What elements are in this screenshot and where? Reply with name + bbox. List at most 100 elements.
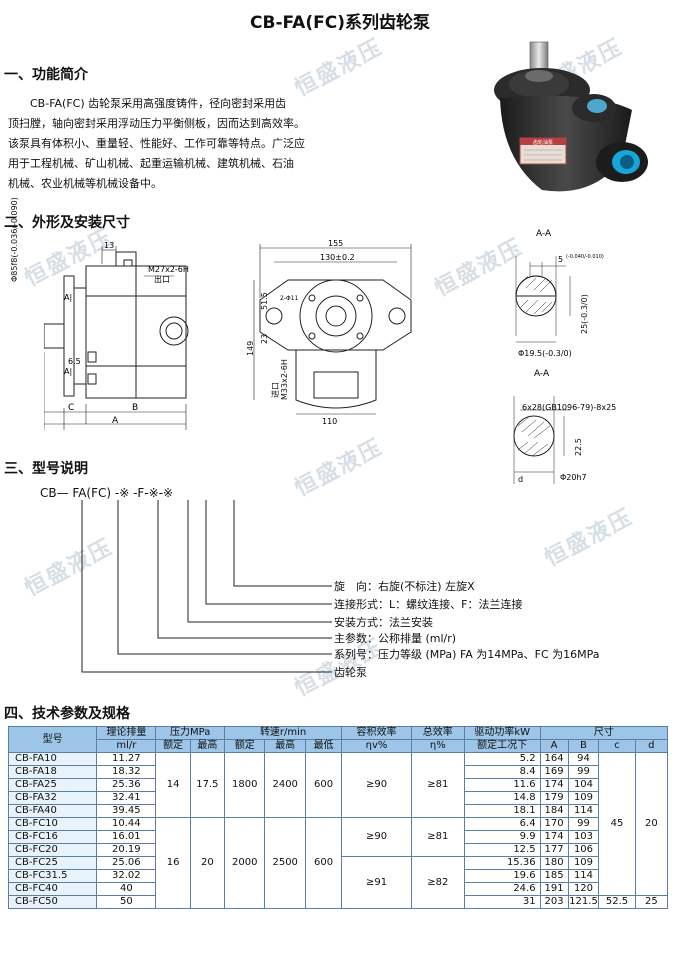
cell-model: CB-FC20 (7, 843, 98, 857)
cell-vol-eff: ≥90 (341, 817, 412, 857)
cell-a: 180 (539, 856, 569, 870)
cell-model: CB-FC10 (7, 817, 98, 831)
legend-displacement: 主参数：公称排量 (ml/r) (334, 632, 457, 645)
th-c: c (598, 739, 636, 753)
cell-tot-eff: ≥82 (410, 856, 465, 909)
cell-power: 6.4 (463, 817, 541, 831)
cell-disp: 10.44 (96, 817, 157, 831)
cell-model: CB-FA25 (7, 778, 98, 792)
outlet-thread: M27x2-6H (148, 265, 189, 274)
table-row: CB-FC16 16.01 9.9 174 103 (7, 830, 668, 844)
section-label: A-A (536, 229, 552, 239)
cell-power: 12.5 (463, 843, 541, 857)
legend-series: 系列号：压力等级 (MPa) FA 为14MPa、FC 为16MPa (334, 648, 600, 661)
key-tolerance: (-0.040/-0.010) (566, 254, 604, 260)
cell-power: 31 (463, 895, 541, 909)
cell-power: 24.6 (463, 882, 541, 896)
side-view-drawing: 13 M27x2-6H 出口 A| A| 6.5 C B A (44, 241, 189, 430)
cell-disp: 18.32 (96, 765, 157, 779)
intro-line: 顶扫膛，轴向密封采用浮动压力平衡侧板，因而达到高效率。 (8, 117, 305, 130)
cell-power: 18.1 (463, 804, 541, 818)
watermark: 恒盛液压 (290, 34, 388, 102)
pump-photo: 齿轮油泵 (494, 41, 648, 192)
cell-b: 114 (567, 804, 600, 818)
watermark: 恒盛液压 (540, 504, 638, 572)
section-heading-dimensions: 二、外形及安装尺寸 (4, 215, 130, 231)
table-row: CB-FC31.5 32.02 19.6 185 114 (7, 869, 668, 883)
cell-disp: 40 (96, 882, 157, 896)
model-leader-lines (81, 500, 332, 673)
cell-d: 25 (634, 895, 669, 909)
dim-b: B (132, 403, 138, 413)
cell-n-max: 2400 (264, 752, 306, 818)
table-row: CB-FA25 25.36 11.6 174 104 (7, 778, 668, 792)
cell-a: 185 (539, 869, 569, 883)
cell-a: 184 (539, 804, 569, 818)
th-speed: 转速r/min (223, 726, 343, 740)
cell-a: 174 (539, 778, 569, 792)
cell-p-rated: 14 (155, 752, 191, 818)
dim-c: C (68, 403, 74, 413)
watermark: 恒盛液压 (290, 434, 388, 502)
cell-disp: 32.41 (96, 791, 157, 805)
cell-power: 14.8 (463, 791, 541, 805)
th-p-max: 最高 (189, 739, 225, 753)
cell-power: 9.9 (463, 830, 541, 844)
cell-a: 179 (539, 791, 569, 805)
cell-b: 104 (567, 778, 600, 792)
cell-b: 106 (567, 843, 600, 857)
th-vol-eff-unit: ηv% (341, 739, 412, 753)
dim-110: 110 (322, 417, 337, 426)
th-tot-eff: 总效率 (410, 726, 465, 740)
cell-a: 191 (539, 882, 569, 896)
dim-130: 130±0.2 (320, 253, 355, 262)
cell-b: 109 (567, 856, 600, 870)
cell-disp: 25.06 (96, 856, 157, 870)
legend-gear-pump: 齿轮泵 (334, 666, 367, 679)
cell-vol-eff: ≥91 (341, 856, 412, 909)
cell-b: 103 (567, 830, 600, 844)
cell-model: CB-FA10 (7, 752, 98, 766)
cell-a: 170 (539, 817, 569, 831)
shaft-diameter: Φ20h7 (560, 473, 587, 482)
table-row: CB-FA40 39.45 18.1 184 114 (7, 804, 668, 818)
cell-model: CB-FA40 (7, 804, 98, 818)
section-mark-a: A| (64, 367, 72, 376)
dim-13: 13 (104, 241, 114, 250)
legend-rotation: 旋 向：右旋(不标注) 左旋X (334, 580, 475, 593)
spec-table: 型号 理论排量 压力MPa 转速r/min 容积效率 总效率 驱动功率kW 尺寸… (7, 726, 669, 909)
shaft-diameter: Φ19.5(-0.3/0) (518, 349, 572, 358)
flange-diameter: Φ85f8(-0.036/-0.090) (10, 197, 19, 282)
intro-line: 机械、农业机械等机械设备中。 (8, 177, 162, 190)
th-vol-eff: 容积效率 (341, 726, 412, 740)
cell-b: 99 (567, 817, 600, 831)
cell-disp: 39.45 (96, 804, 157, 818)
cell-disp: 20.19 (96, 843, 157, 857)
cell-disp: 11.27 (96, 752, 157, 766)
spline-depth: 22.5 (574, 438, 583, 456)
cell-c: 45 (598, 752, 636, 896)
outlet-label: 出口 (154, 274, 170, 284)
key-width: 5 (558, 255, 563, 264)
cell-power: 5.2 (463, 752, 541, 766)
screw-hole: 2-Φ11 (280, 295, 299, 302)
cell-d: 20 (634, 752, 669, 896)
cell-disp: 16.01 (96, 830, 157, 844)
th-n-rated: 额定 (223, 739, 266, 753)
section-heading-specs: 四、技术参数及规格 (4, 706, 130, 722)
cell-disp: 25.36 (96, 778, 157, 792)
spline-spec: 6x28(GB1096-79)-8x25 (522, 403, 616, 412)
cell-n-rated: 2000 (223, 817, 266, 909)
legend-connection: 连接形式：L：螺纹连接、F：法兰连接 (334, 598, 523, 611)
cell-power: 19.6 (463, 869, 541, 883)
cell-b: 94 (567, 752, 600, 766)
table-row: CB-FA32 32.41 14.8 179 109 (7, 791, 668, 805)
table-row: CB-FC50 50 31 203 121.5 52.5 25 (7, 895, 669, 909)
nameplate-text: 齿轮油泵 (533, 139, 553, 146)
cell-model: CB-FC16 (7, 830, 98, 844)
section-a-a-spline: A-A 6x28(GB1096-79)-8x25 d Φ20h7 (513, 369, 616, 484)
th-p-rated: 额定 (155, 739, 191, 753)
cell-a: 203 (539, 895, 569, 909)
cell-p-rated: 16 (155, 817, 191, 909)
intro-line: 该泵具有体积小、重量轻、性能好、工作可靠等特点。广泛应 (8, 137, 305, 150)
